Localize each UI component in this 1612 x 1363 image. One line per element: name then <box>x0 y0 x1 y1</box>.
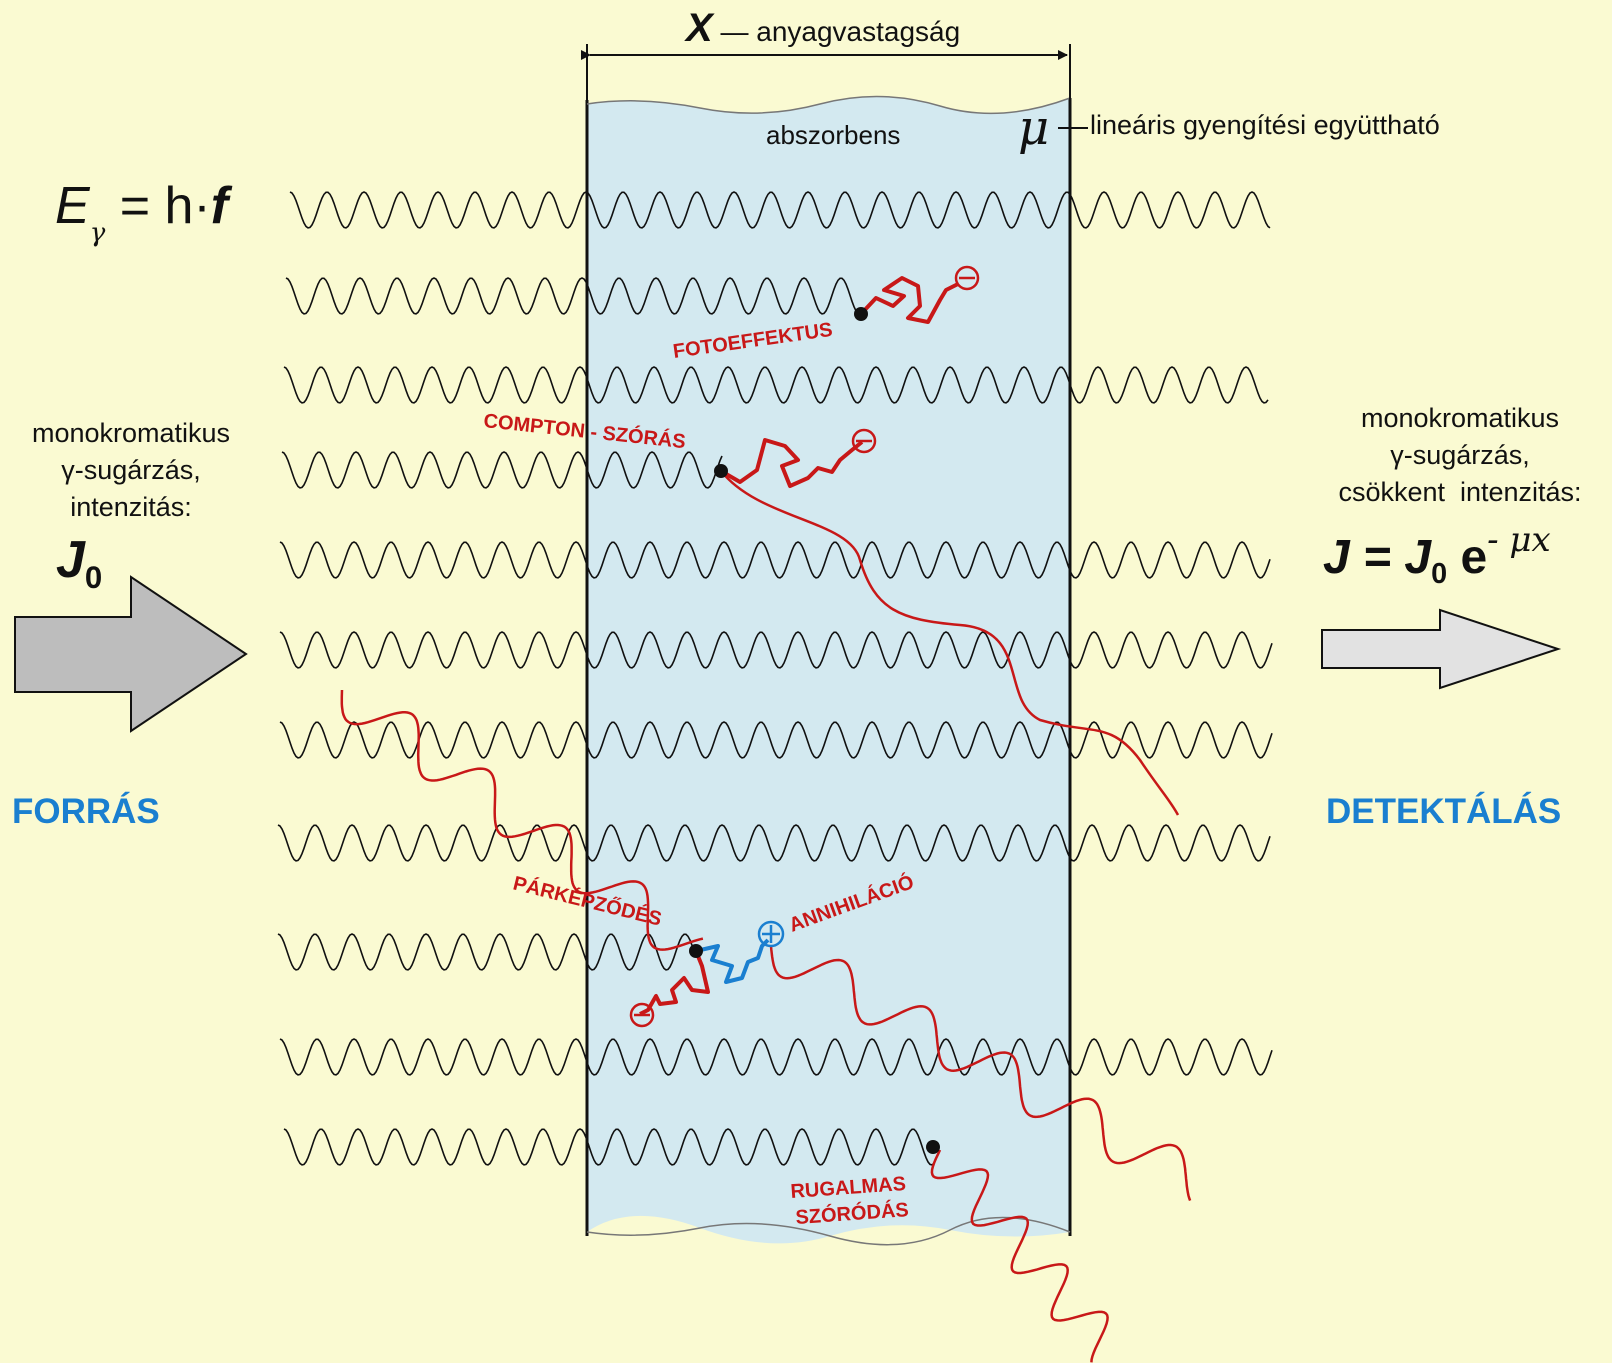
absorber-top-edge <box>586 95 1071 115</box>
electron-minus-icon <box>954 265 980 291</box>
energy-frequency: f <box>210 177 229 235</box>
photon-energy-formula: Eγ = h·f <box>55 176 229 248</box>
thickness-label: X — anyagvastagság <box>686 6 960 51</box>
thickness-text: anyagvastagság <box>756 16 961 47</box>
mu-symbol: μ <box>1018 100 1050 156</box>
source-J: J <box>56 531 85 589</box>
compton-electron-track <box>719 438 864 488</box>
positron-plus-icon <box>757 920 785 948</box>
energy-symbol: E <box>55 177 90 235</box>
elastic-point <box>926 1140 940 1154</box>
detector-arrow-icon <box>1321 608 1562 690</box>
compton-point <box>714 464 728 478</box>
absorber-slab <box>587 96 1070 1244</box>
photon-wave <box>285 277 863 315</box>
attenuation-formula: J = J0 e- μx <box>1323 520 1551 590</box>
pair-point <box>689 944 703 958</box>
photon-waves <box>277 191 1273 1166</box>
photon-wave <box>281 451 723 489</box>
photon-wave <box>277 933 697 971</box>
electron-minus-icon <box>851 428 877 454</box>
photoeffect-point <box>854 307 868 321</box>
electron-minus-icon <box>629 1002 655 1028</box>
photon-wave <box>279 541 1271 579</box>
detector-description: monokromatikus γ-sugárzás, csökkent inte… <box>1302 400 1612 511</box>
detector-line2: γ-sugárzás, <box>1390 440 1530 470</box>
source-description: monokromatikus γ-sugárzás, intenzitás: <box>0 415 262 526</box>
pair-electron-track <box>639 950 710 1016</box>
photon-wave <box>279 631 1273 669</box>
formula-e: e <box>1447 531 1488 584</box>
pair-production-photon <box>340 689 704 951</box>
absorber-label: abszorbens <box>766 120 901 150</box>
source-line1: monokromatikus <box>31 418 231 448</box>
photoelectron-track <box>859 276 959 324</box>
photon-wave <box>277 824 1271 862</box>
photon-wave <box>279 721 1273 759</box>
photon-wave <box>283 1128 935 1166</box>
mu-description: lineáris gyengítési együttható <box>1090 110 1440 140</box>
source-line3: intenzitás: <box>70 492 192 522</box>
detector-line1: monokromatikus <box>1360 403 1560 433</box>
elastic-scattered-photon <box>930 1149 1109 1363</box>
source-intensity: J0 <box>56 530 102 595</box>
compton-scattered-photon <box>720 470 1180 816</box>
thickness-dash: — <box>720 16 749 47</box>
source-label: FORRÁS <box>12 792 160 831</box>
source-J-subscript: 0 <box>84 559 103 595</box>
energy-subscript: γ <box>89 218 106 248</box>
energy-equals: = h· <box>119 177 211 235</box>
annihilation-photon <box>769 945 1192 1202</box>
formula-exponent: - μx <box>1487 520 1551 560</box>
formula-subscript: 0 <box>1431 558 1448 591</box>
source-line2: γ-sugárzás, <box>61 455 201 485</box>
photon-wave <box>283 366 1269 404</box>
photon-wave <box>279 1038 1273 1076</box>
absorber-bottom-edge <box>586 1216 1071 1246</box>
detector-label: DETEKTÁLÁS <box>1326 792 1562 831</box>
source-arrow-icon <box>14 575 248 733</box>
detector-line3: csökkent intenzitás: <box>1338 477 1582 507</box>
formula-lhs: J = J <box>1323 531 1432 584</box>
pair-positron-track <box>695 938 770 984</box>
photon-wave <box>289 191 1271 229</box>
thickness-symbol: X <box>686 6 713 50</box>
